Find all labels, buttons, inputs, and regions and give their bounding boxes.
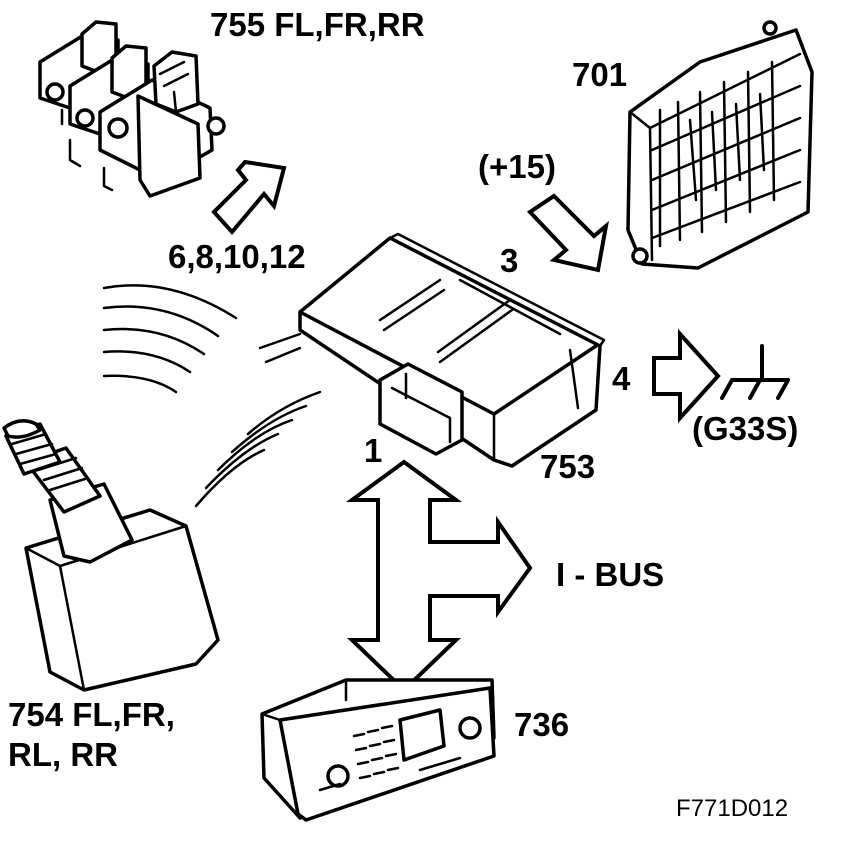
figure-code: F771D012	[676, 795, 788, 822]
fusebox-label: 701	[572, 56, 627, 93]
fusebox-701	[626, 20, 814, 270]
valves-label: 755 FL,FR,RR	[210, 6, 425, 43]
valve-blocks-755	[38, 20, 226, 198]
pin1-label: 1	[364, 432, 382, 469]
pin3-label: 3	[500, 242, 518, 279]
display-label: 736	[514, 706, 569, 743]
ignition-label: (+15)	[478, 148, 556, 185]
pin4-label: 4	[612, 360, 631, 397]
pressure-sensor-754	[2, 419, 220, 692]
ibus-label: I - BUS	[556, 556, 664, 593]
input-arrow-ignition	[526, 193, 609, 273]
output-arrow-ground	[652, 328, 721, 424]
ground-icon	[720, 344, 790, 400]
sensor-label-line1: 754 FL,FR,	[8, 696, 175, 733]
ground-label: (G33S)	[692, 410, 798, 447]
display-unit-736	[260, 678, 496, 822]
output-arrow-to-valves	[211, 159, 287, 236]
radio-waves	[102, 284, 322, 508]
control-module-753	[258, 232, 606, 468]
ibus-arrow	[345, 459, 533, 693]
sensor-label-line2: RL, RR	[8, 736, 118, 773]
valve-pins-label: 6,8,10,12	[168, 238, 306, 275]
module-label: 753	[540, 448, 595, 485]
